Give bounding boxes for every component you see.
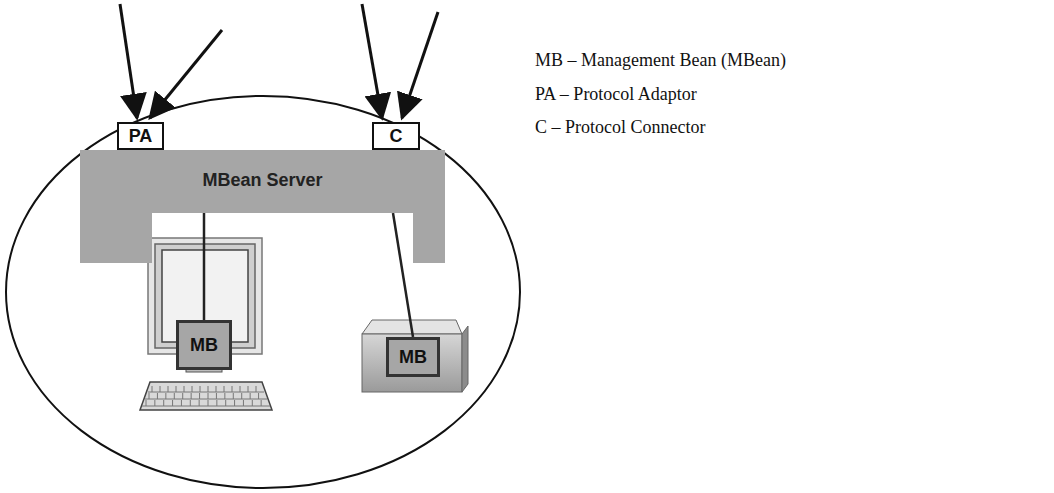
system-boundary <box>6 96 520 488</box>
abbreviation-note: MB – Management Bean (MBean) <box>535 50 786 71</box>
connector-line <box>393 213 413 337</box>
mbean-server-band: MBean Server <box>80 150 445 263</box>
node-text: MB <box>190 335 218 356</box>
node-text: MBean Server <box>202 170 322 191</box>
node-text: C <box>390 126 403 147</box>
protocol-adaptor-box: PA <box>117 122 164 150</box>
node-text: MB <box>399 347 427 368</box>
mbean-box: MB <box>176 320 232 370</box>
protocol-connector-box: C <box>372 122 420 150</box>
computer-icon <box>140 238 272 410</box>
abbreviation-note: PA – Protocol Adaptor <box>535 84 697 105</box>
incoming-arrows <box>120 4 438 118</box>
connector-line <box>203 213 206 320</box>
mbean-box: MB <box>386 337 440 377</box>
server-band-shape <box>80 150 445 263</box>
node-text: PA <box>129 126 153 147</box>
switch-icon <box>362 320 468 392</box>
abbreviation-note: C – Protocol Connector <box>535 117 705 138</box>
